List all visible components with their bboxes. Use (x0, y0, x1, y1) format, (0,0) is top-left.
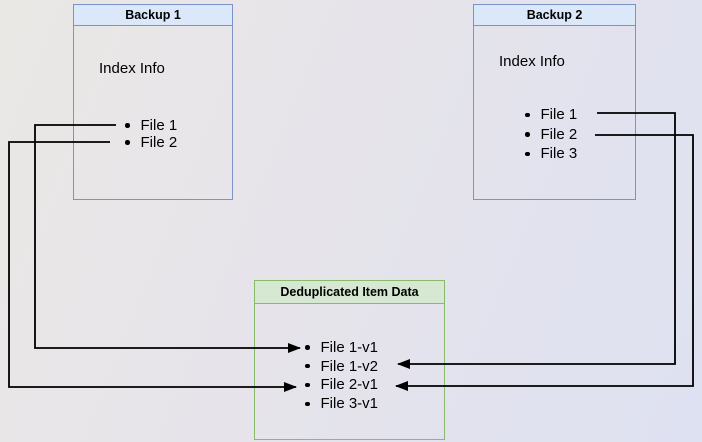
dedup-item-list: File 1-v1 File 1-v2 File 2-v1 File 3-v1 (305, 338, 378, 413)
bullet-icon (125, 140, 130, 145)
backup2-index-info-label: Index Info (499, 53, 565, 70)
list-item: File 1 (525, 105, 577, 125)
dedup-item-label: File 2-v1 (320, 376, 379, 394)
bullet-icon (305, 382, 310, 388)
dedup-store-title: Deduplicated Item Data (255, 281, 444, 304)
bullet-icon (305, 363, 310, 369)
bullet-icon (305, 401, 310, 407)
backup2-title: Backup 2 (474, 5, 635, 26)
file-label: File 1 (540, 106, 578, 124)
bullet-icon (525, 112, 530, 117)
dedup-item-label: File 1-v1 (320, 338, 379, 356)
bullet-icon (125, 123, 130, 128)
backup2-file-list: File 1 File 2 File 3 (525, 105, 577, 164)
list-item: File 1 (125, 117, 177, 134)
backup1-title: Backup 1 (74, 5, 232, 26)
file-label: File 1 (140, 117, 178, 134)
backup1-index-info-label: Index Info (99, 60, 165, 77)
dedup-item-label: File 3-v1 (320, 395, 379, 413)
list-item: File 2-v1 (305, 376, 378, 395)
list-item: File 2 (525, 125, 577, 145)
list-item: File 3-v1 (305, 394, 378, 413)
bullet-icon (525, 132, 530, 137)
file-label: File 2 (540, 125, 578, 143)
backup1-box: Backup 1 Index Info File 1 File 2 (73, 4, 233, 200)
bullet-icon (525, 151, 530, 156)
backup1-file-list: File 1 File 2 (125, 117, 177, 151)
file-label: File 2 (140, 134, 178, 151)
list-item: File 3 (525, 144, 577, 164)
bullet-icon (305, 345, 310, 350)
list-item: File 1-v1 (305, 338, 378, 357)
dedup-item-label: File 1-v2 (320, 357, 379, 375)
backup2-box: Backup 2 Index Info File 1 File 2 File 3 (473, 4, 636, 200)
list-item: File 1-v2 (305, 357, 378, 376)
list-item: File 2 (125, 134, 177, 151)
file-label: File 3 (540, 145, 578, 163)
dedup-store-box: Deduplicated Item Data File 1-v1 File 1-… (254, 280, 445, 440)
